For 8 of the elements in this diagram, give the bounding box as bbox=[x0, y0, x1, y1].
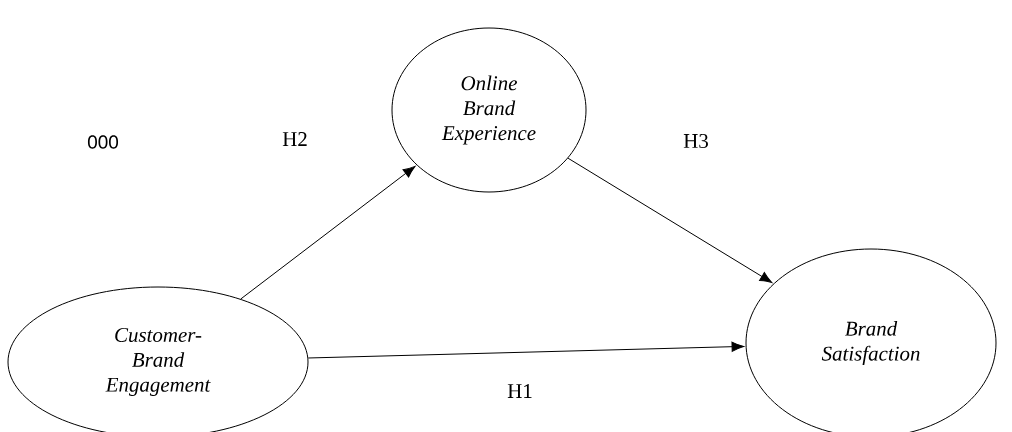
edge-label: H2 bbox=[282, 132, 307, 146]
label: 000 bbox=[87, 135, 119, 149]
edge-label: H3 bbox=[683, 133, 708, 149]
arrow bbox=[240, 165, 416, 300]
arrow bbox=[567, 157, 773, 283]
arrow bbox=[307, 341, 745, 359]
ellipse-node: Online Brand Experience bbox=[391, 27, 587, 193]
edge-label: H1 bbox=[507, 384, 532, 398]
